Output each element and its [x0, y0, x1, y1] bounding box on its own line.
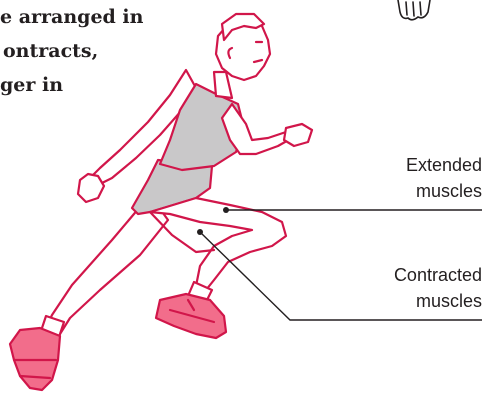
runner — [10, 14, 312, 390]
front-hand — [284, 124, 312, 146]
front-leg — [150, 198, 286, 290]
extended-label-line-2: muscles — [406, 178, 482, 204]
contracted-pointer-dot — [197, 229, 203, 235]
extended-pointer-dot — [223, 207, 229, 213]
neck — [214, 72, 232, 98]
hand-illustration — [398, 0, 430, 20]
contracted-muscles-label: Contracted muscles — [394, 262, 482, 314]
back-leg — [46, 195, 168, 334]
contracted-label-line-2: muscles — [394, 288, 482, 314]
extended-label-line-1: Extended — [406, 152, 482, 178]
contracted-label-line-1: Contracted — [394, 262, 482, 288]
extended-muscles-label: Extended muscles — [406, 152, 482, 204]
back-hand — [78, 174, 104, 202]
